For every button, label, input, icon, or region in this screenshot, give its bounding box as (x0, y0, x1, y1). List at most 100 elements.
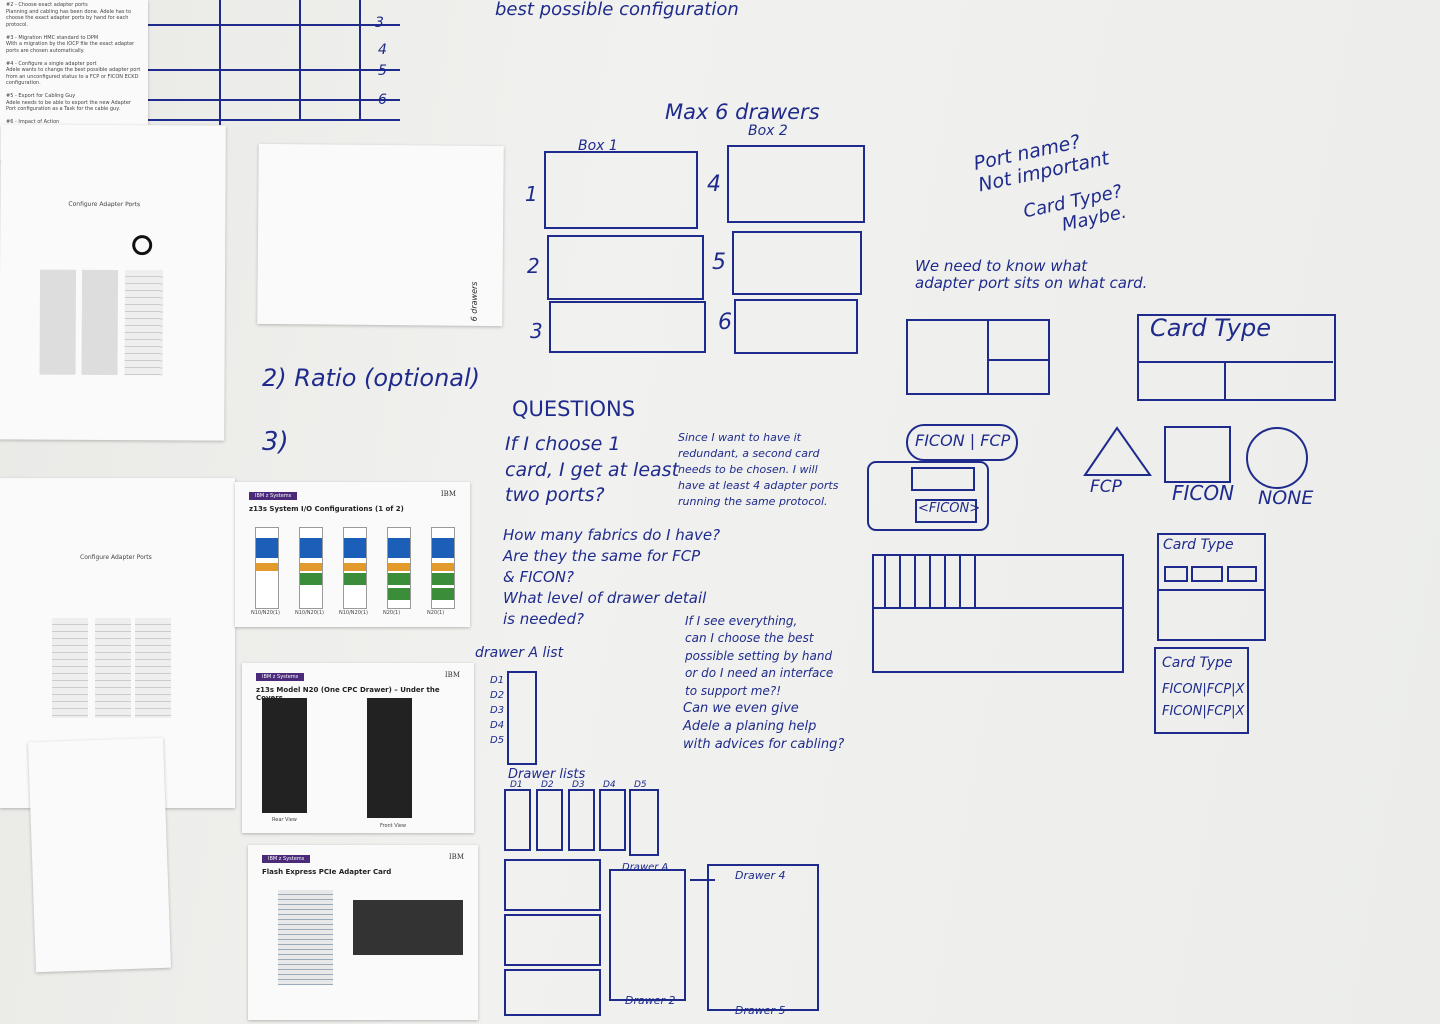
grid-row-6: 6 (378, 92, 387, 108)
rack-image-front (367, 698, 412, 818)
drawer-lists-item: D1 (510, 780, 523, 790)
box1-label: Box 1 (578, 138, 618, 154)
ibm-logo: IBM (440, 490, 456, 498)
drawer-list-item: D2 (490, 690, 505, 701)
question-1: If I choose 1 card, I get at least two p… (505, 433, 680, 507)
slide-flash-express: IBM z Systems IBM Flash Express PCIe Ada… (248, 845, 478, 1020)
redundancy-note: Since I want to have it redundant, a sec… (678, 431, 839, 508)
drawer-boxes (544, 145, 865, 354)
note-best-configuration: best possible configuration (495, 0, 739, 20)
slide-io-configurations: IBM z Systems IBM z13s System I/O Config… (235, 482, 470, 627)
drawer-num-3: 3 (530, 319, 543, 343)
io-block-bpa (432, 538, 454, 558)
ficon-tag: <FICON> (918, 501, 981, 516)
card-type-title: Card Type (1150, 314, 1271, 342)
drawer-list-item: D4 (490, 720, 505, 731)
io-block-cpc (300, 563, 322, 571)
slide-brand: IBM z Systems (256, 673, 305, 681)
box2-label: Box 2 (748, 123, 788, 139)
checklist-item: FICON|FCP|X (1162, 682, 1245, 697)
io-block-cpc (344, 563, 366, 571)
max-drawers: Max 6 drawers (665, 100, 820, 124)
planning-help-note: Can we even give Adele a planing help wi… (683, 701, 845, 753)
shape-label-ficon: FICON (1172, 481, 1235, 505)
drawer-list-item: D3 (490, 705, 505, 716)
card-wireframes (867, 314, 1336, 734)
wireframe-column (95, 618, 131, 718)
drawer-5-label: Drawer 5 (735, 1004, 786, 1017)
see-everything-note: If I see everything, can I choose the be… (685, 614, 834, 698)
wireframe-column (52, 618, 88, 718)
drawer-lists-label: Drawer lists (508, 767, 586, 782)
drawer-list-item: D5 (490, 735, 505, 746)
io-block-bpa (344, 538, 366, 558)
ficon-fcp-toggle: FICON | FCP (915, 431, 1011, 450)
drawer-num-2: 2 (527, 254, 540, 278)
io-column-label: N10/N20(1) (295, 610, 324, 616)
io-block-pcie (432, 588, 454, 600)
rear-view-label: Rear View (272, 817, 297, 823)
io-block-cpc (432, 563, 454, 571)
slide-title: Flash Express PCIe Adapter Card (262, 868, 392, 876)
adapter-diagram (278, 890, 333, 985)
io-block-bpa (256, 538, 278, 558)
io-column-label: N20(1) (427, 610, 445, 616)
rack-image-rear (262, 698, 307, 813)
question-2: How many fabrics do I have? Are they the… (503, 526, 721, 628)
io-column-label: N10/N20(1) (251, 610, 280, 616)
slide-brand: IBM z Systems (249, 492, 298, 500)
adapter-photo (353, 900, 463, 955)
drawer-list-label: drawer A list (475, 645, 564, 661)
card-type-label-2: Card Type (1163, 537, 1234, 553)
io-config-column (255, 527, 279, 609)
grid-row-5: 5 (378, 63, 387, 79)
questions-title: QUESTIONS (512, 397, 636, 421)
io-config-column (299, 527, 323, 609)
item-3: 3) (262, 427, 289, 457)
io-block-pcie (388, 588, 410, 600)
io-block-cpc (256, 563, 278, 571)
drawer-num-5: 5 (712, 250, 726, 275)
io-block-bpa (300, 538, 322, 558)
io-block-bpa (388, 538, 410, 558)
slide-title: z13s System I/O Configurations (1 of 2) (249, 505, 404, 513)
drawer-2-label: Drawer 2 (625, 994, 676, 1007)
need-to-know-note: We need to know what adapter port sits o… (915, 257, 1148, 293)
drawer-4-label: Drawer 4 (735, 869, 786, 882)
drawer-num-6: 6 (718, 310, 732, 335)
io-column-label: N10/N20(1) (339, 610, 368, 616)
wireframe-title: Configure Adapter Ports (80, 554, 152, 561)
drawer-num-1: 1 (525, 182, 538, 206)
io-column-label: N20(1) (383, 610, 401, 616)
drawer-list-sketches (504, 671, 819, 1016)
shape-label-fcp: FCP (1090, 477, 1122, 497)
grid-row-4: 4 (378, 42, 387, 58)
ibm-logo: IBM (448, 853, 464, 861)
io-block-cpc (388, 563, 410, 571)
io-block-pcie (344, 573, 366, 585)
wireframe-column (135, 618, 171, 718)
checklist-item: FICON|FCP|X (1162, 704, 1245, 719)
slide-model-n20: IBM z Systems IBM z13s Model N20 (One CP… (242, 663, 474, 833)
slide-brand: IBM z Systems (262, 855, 311, 863)
card-type-label-3: Card Type (1162, 655, 1233, 671)
ibm-logo: IBM (444, 671, 460, 679)
drawer-a-label: Drawer A (622, 862, 669, 873)
io-config-column (431, 527, 455, 609)
io-config-column (343, 527, 367, 609)
io-block-pcie (388, 573, 410, 585)
drawer-lists-item: D4 (603, 780, 616, 790)
drawer-lists-item: D5 (634, 780, 647, 790)
grid-row-3: 3 (375, 15, 384, 31)
io-block-pcie (432, 573, 454, 585)
top-grid (148, 0, 400, 125)
shape-label-none: NONE (1258, 487, 1314, 509)
item-ratio: 2) Ratio (optional) (262, 364, 481, 392)
drawer-num-4: 4 (707, 172, 721, 197)
drawer-lists-item: D2 (541, 780, 554, 790)
io-block-pcie (300, 573, 322, 585)
front-view-label: Front View (380, 823, 407, 829)
drawer-lists-item: D3 (572, 780, 585, 790)
io-config-column (387, 527, 411, 609)
